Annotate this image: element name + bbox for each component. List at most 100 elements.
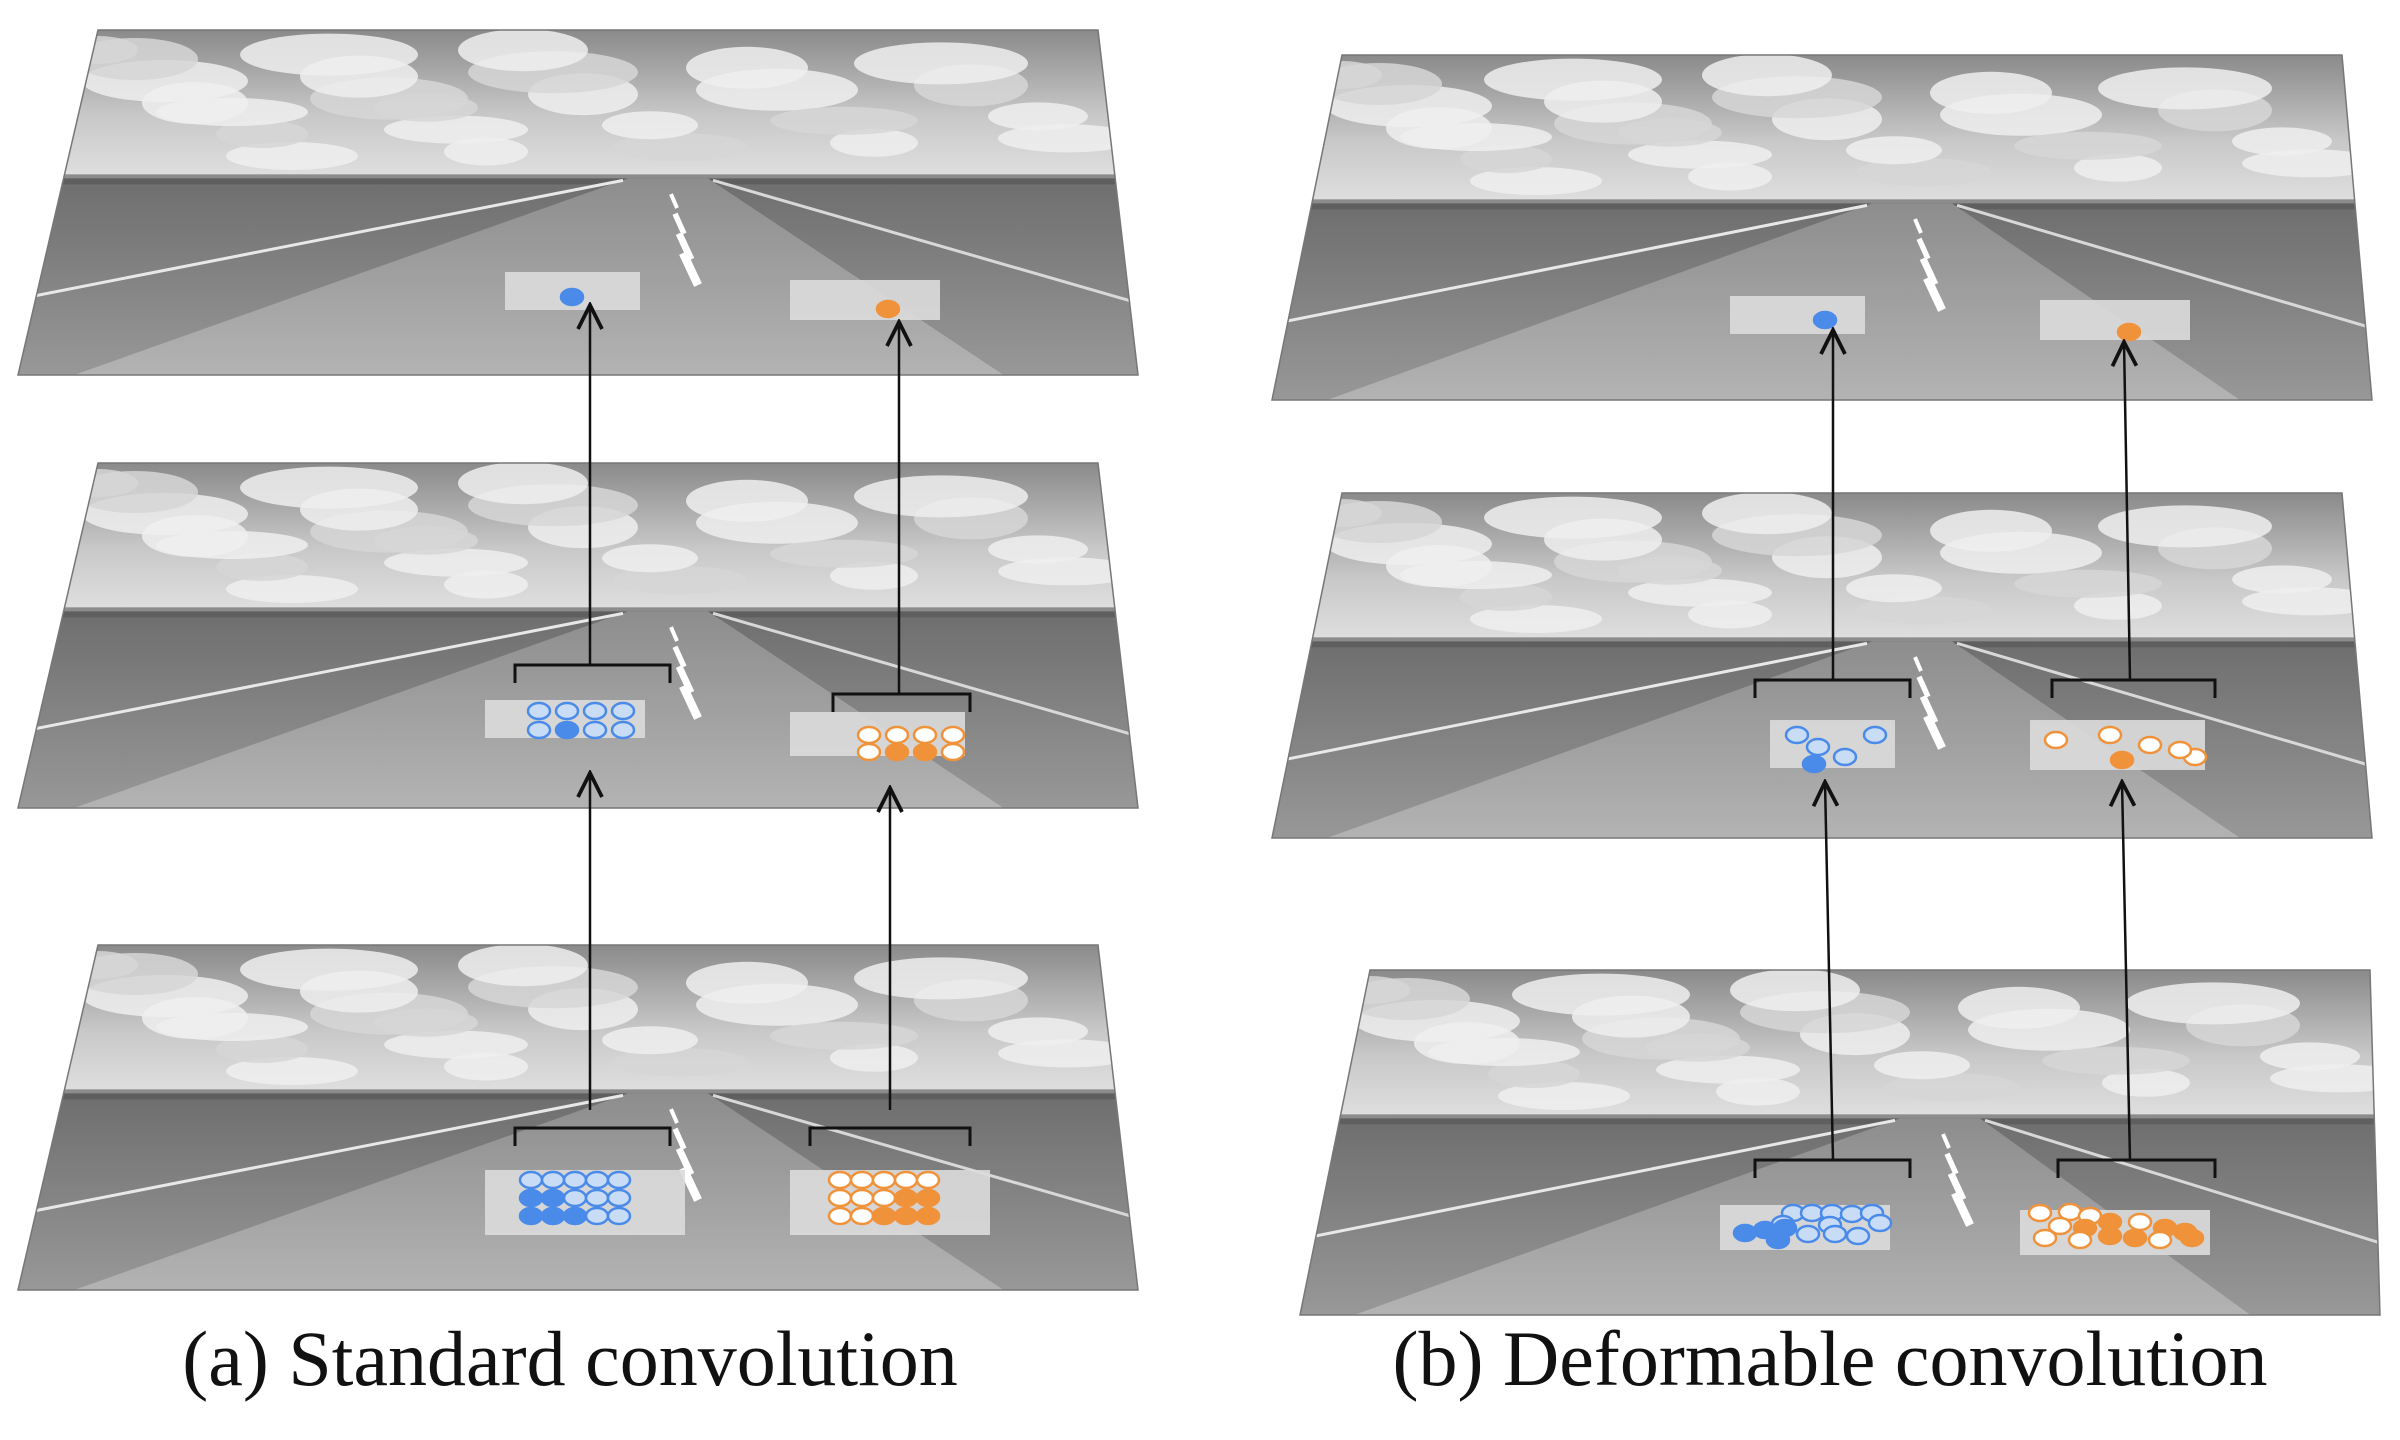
runway-marking: [1730, 296, 1865, 334]
sampling-dot-orange: [849, 1170, 875, 1190]
cloud-shape: [1618, 118, 1722, 147]
sampling-dot-orange: [893, 1170, 919, 1190]
sampling-dot-orange: [827, 1206, 853, 1226]
cloud-shape: [1874, 1051, 1970, 1080]
cloud-shape: [444, 570, 528, 599]
sampling-dot-blue: [606, 1170, 632, 1190]
sampling-dot-orange: [2097, 725, 2123, 745]
cloud-shape: [1400, 561, 1552, 589]
runway-center-dash: [669, 193, 679, 209]
cloud-shape: [612, 566, 748, 595]
cloud-shape: [998, 557, 1138, 586]
cloud-shape: [602, 111, 698, 140]
runway-edge-right: [1956, 641, 2372, 771]
sampling-dot-orange: [2032, 1228, 2058, 1248]
sampling-dot-orange: [893, 1188, 919, 1208]
layer-border: [17, 29, 1139, 376]
runway-edge-left: [1300, 1118, 1896, 1241]
runway-center-dash: [672, 212, 687, 235]
cloud-shape: [1470, 605, 1602, 633]
connection-arrow: [2124, 342, 2130, 681]
sampling-dot-orange: [2027, 1203, 2053, 1223]
cloud-shape: [1460, 145, 1552, 173]
sampling-dot-orange: [856, 725, 882, 745]
cloud-shape: [1344, 978, 1470, 1020]
sampling-dot-orange: [849, 1188, 875, 1208]
sampling-dot-blue: [1784, 725, 1810, 745]
cloud-shape: [1628, 578, 1772, 607]
sampling-dot-orange: [827, 1170, 853, 1190]
cloud-shape: [1688, 162, 1772, 191]
cloud-shape: [602, 544, 698, 573]
sampling-dot-blue: [582, 701, 608, 721]
cloud-shape: [2126, 982, 2300, 1025]
cloud-shape: [458, 30, 588, 72]
receptive-field-bracket: [2050, 678, 2217, 698]
runway-center-dash: [669, 626, 679, 642]
receptive-field-bracket: [808, 1126, 972, 1146]
cloud-shape: [830, 1043, 918, 1072]
sampling-dot-orange: [884, 742, 910, 762]
cloud-shape: [1428, 1038, 1580, 1066]
receptive-field-bracket: [2056, 1158, 2217, 1178]
sampling-dot-blue: [540, 1170, 566, 1190]
connection-arrow: [1825, 782, 1833, 1161]
deformable-layer-0: [1271, 54, 2373, 401]
cloud-shape: [770, 106, 918, 135]
activation-dot-blue: [559, 287, 585, 307]
sampling-dot-orange: [871, 1170, 897, 1190]
sampling-dot-blue: [1822, 1224, 1848, 1244]
sampling-dot-blue: [610, 720, 636, 740]
cloud-shape: [1488, 1060, 1580, 1088]
cloud-shape: [156, 98, 308, 126]
runway-center-dash: [1944, 1152, 1959, 1175]
sampling-dot-orange: [2147, 1230, 2173, 1250]
sampling-dot-orange: [2122, 1228, 2148, 1248]
cloud-shape: [226, 575, 358, 603]
cloud-shape: [854, 957, 1028, 1000]
cloud-shape: [1316, 63, 1442, 105]
runway-center-dash: [679, 1166, 702, 1202]
sampling-dot-orange: [2127, 1212, 2153, 1232]
cloud-shape: [1316, 501, 1442, 543]
sampling-dot-blue: [606, 1188, 632, 1208]
sampling-dot-blue: [518, 1188, 544, 1208]
cloud-shape: [854, 475, 1028, 518]
sampling-dot-orange: [884, 725, 910, 745]
sampling-dot-blue: [1805, 737, 1831, 757]
runway-center-dash: [675, 1146, 695, 1176]
sampling-dot-blue: [1862, 725, 1888, 745]
sampling-dot-orange: [915, 1206, 941, 1226]
layer-border: [17, 944, 1139, 1291]
sampling-dot-orange: [912, 742, 938, 762]
cloud-shape: [770, 539, 918, 568]
standard-layer-0: [17, 29, 1139, 376]
runway-edge-left: [1272, 203, 1868, 326]
runway-center-dash: [672, 645, 687, 668]
sampling-dot-orange: [2109, 750, 2135, 770]
sampling-dot-orange: [940, 725, 966, 745]
cloud-shape: [240, 948, 418, 991]
cloud-shape: [1656, 1055, 1800, 1084]
cloud-shape: [240, 33, 418, 76]
cloud-shape: [1628, 140, 1772, 169]
cloud-shape: [226, 142, 358, 170]
cloud-shape: [226, 1057, 358, 1085]
sampling-dot-blue: [610, 701, 636, 721]
cloud-shape: [686, 479, 808, 522]
cloud-shape: [2098, 67, 2272, 110]
cloud-shape: [1884, 1073, 2020, 1102]
sampling-dot-orange: [2067, 1230, 2093, 1250]
sampling-dot-blue: [540, 1188, 566, 1208]
cloud-shape: [2074, 591, 2162, 620]
cloud-shape: [1688, 600, 1772, 629]
cloud-shape: [1470, 167, 1602, 195]
runway-edge-right: [1956, 203, 2372, 333]
cloud-shape: [240, 466, 418, 509]
sampling-dot-blue: [584, 1170, 610, 1190]
sampling-dot-blue: [582, 720, 608, 740]
runway-center-dash: [1916, 675, 1931, 698]
cloud-shape: [1512, 973, 1690, 1016]
cloud-shape: [216, 553, 308, 581]
